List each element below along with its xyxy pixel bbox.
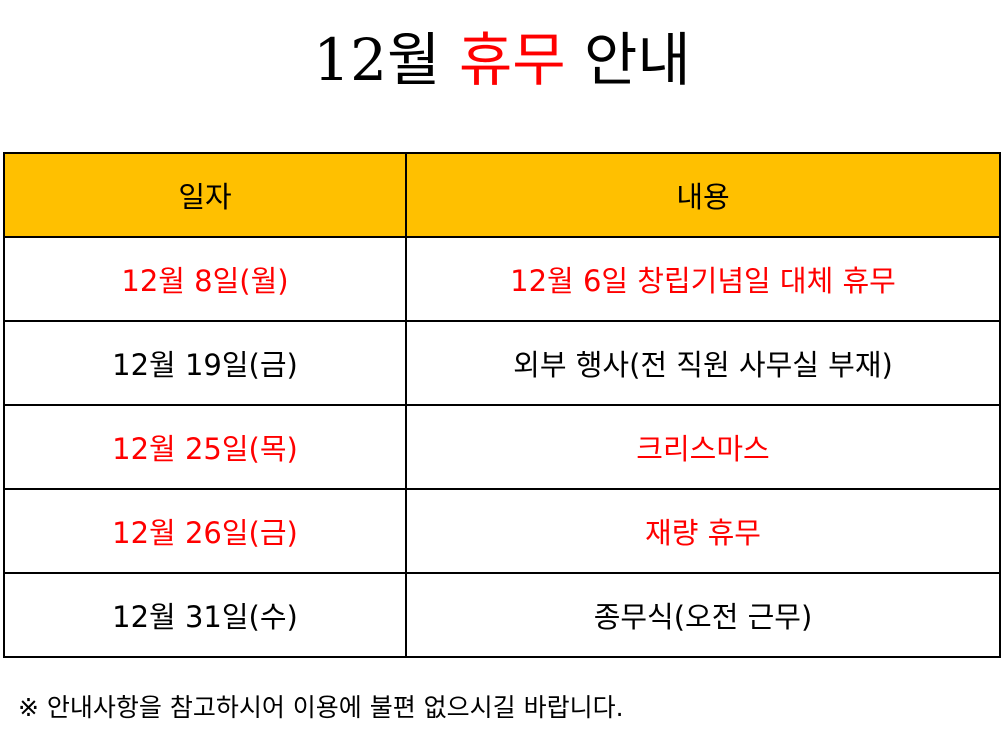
title-prefix: 12월 (313, 26, 459, 94)
table-row: 12월 26일(금)재량 휴무 (3, 488, 1001, 574)
cell-date: 12월 25일(목) (3, 404, 407, 490)
table-row: 12월 31일(수)종무식(오전 근무) (3, 572, 1001, 658)
header-content: 내용 (405, 152, 1001, 238)
page-title: 12월 휴무 안내 (0, 22, 1004, 98)
cell-date: 12월 26일(금) (3, 488, 407, 574)
header-date: 일자 (3, 152, 407, 238)
table-row: 12월 8일(월)12월 6일 창립기념일 대체 휴무 (3, 236, 1001, 322)
title-suffix: 안내 (565, 26, 691, 94)
title-highlight: 휴무 (458, 26, 566, 94)
cell-content: 종무식(오전 근무) (405, 572, 1001, 658)
table-header-row: 일자 내용 (3, 152, 1001, 238)
table-row: 12월 19일(금)외부 행사(전 직원 사무실 부재) (3, 320, 1001, 406)
cell-content: 12월 6일 창립기념일 대체 휴무 (405, 236, 1001, 322)
footer-note: ※ 안내사항을 참고하시어 이용에 불편 없으시길 바랍니다. (18, 693, 624, 722)
cell-content: 재량 휴무 (405, 488, 1001, 574)
cell-date: 12월 31일(수) (3, 572, 407, 658)
cell-date: 12월 8일(월) (3, 236, 407, 322)
cell-content: 크리스마스 (405, 404, 1001, 490)
cell-date: 12월 19일(금) (3, 320, 407, 406)
table-row: 12월 25일(목)크리스마스 (3, 404, 1001, 490)
cell-content: 외부 행사(전 직원 사무실 부재) (405, 320, 1001, 406)
